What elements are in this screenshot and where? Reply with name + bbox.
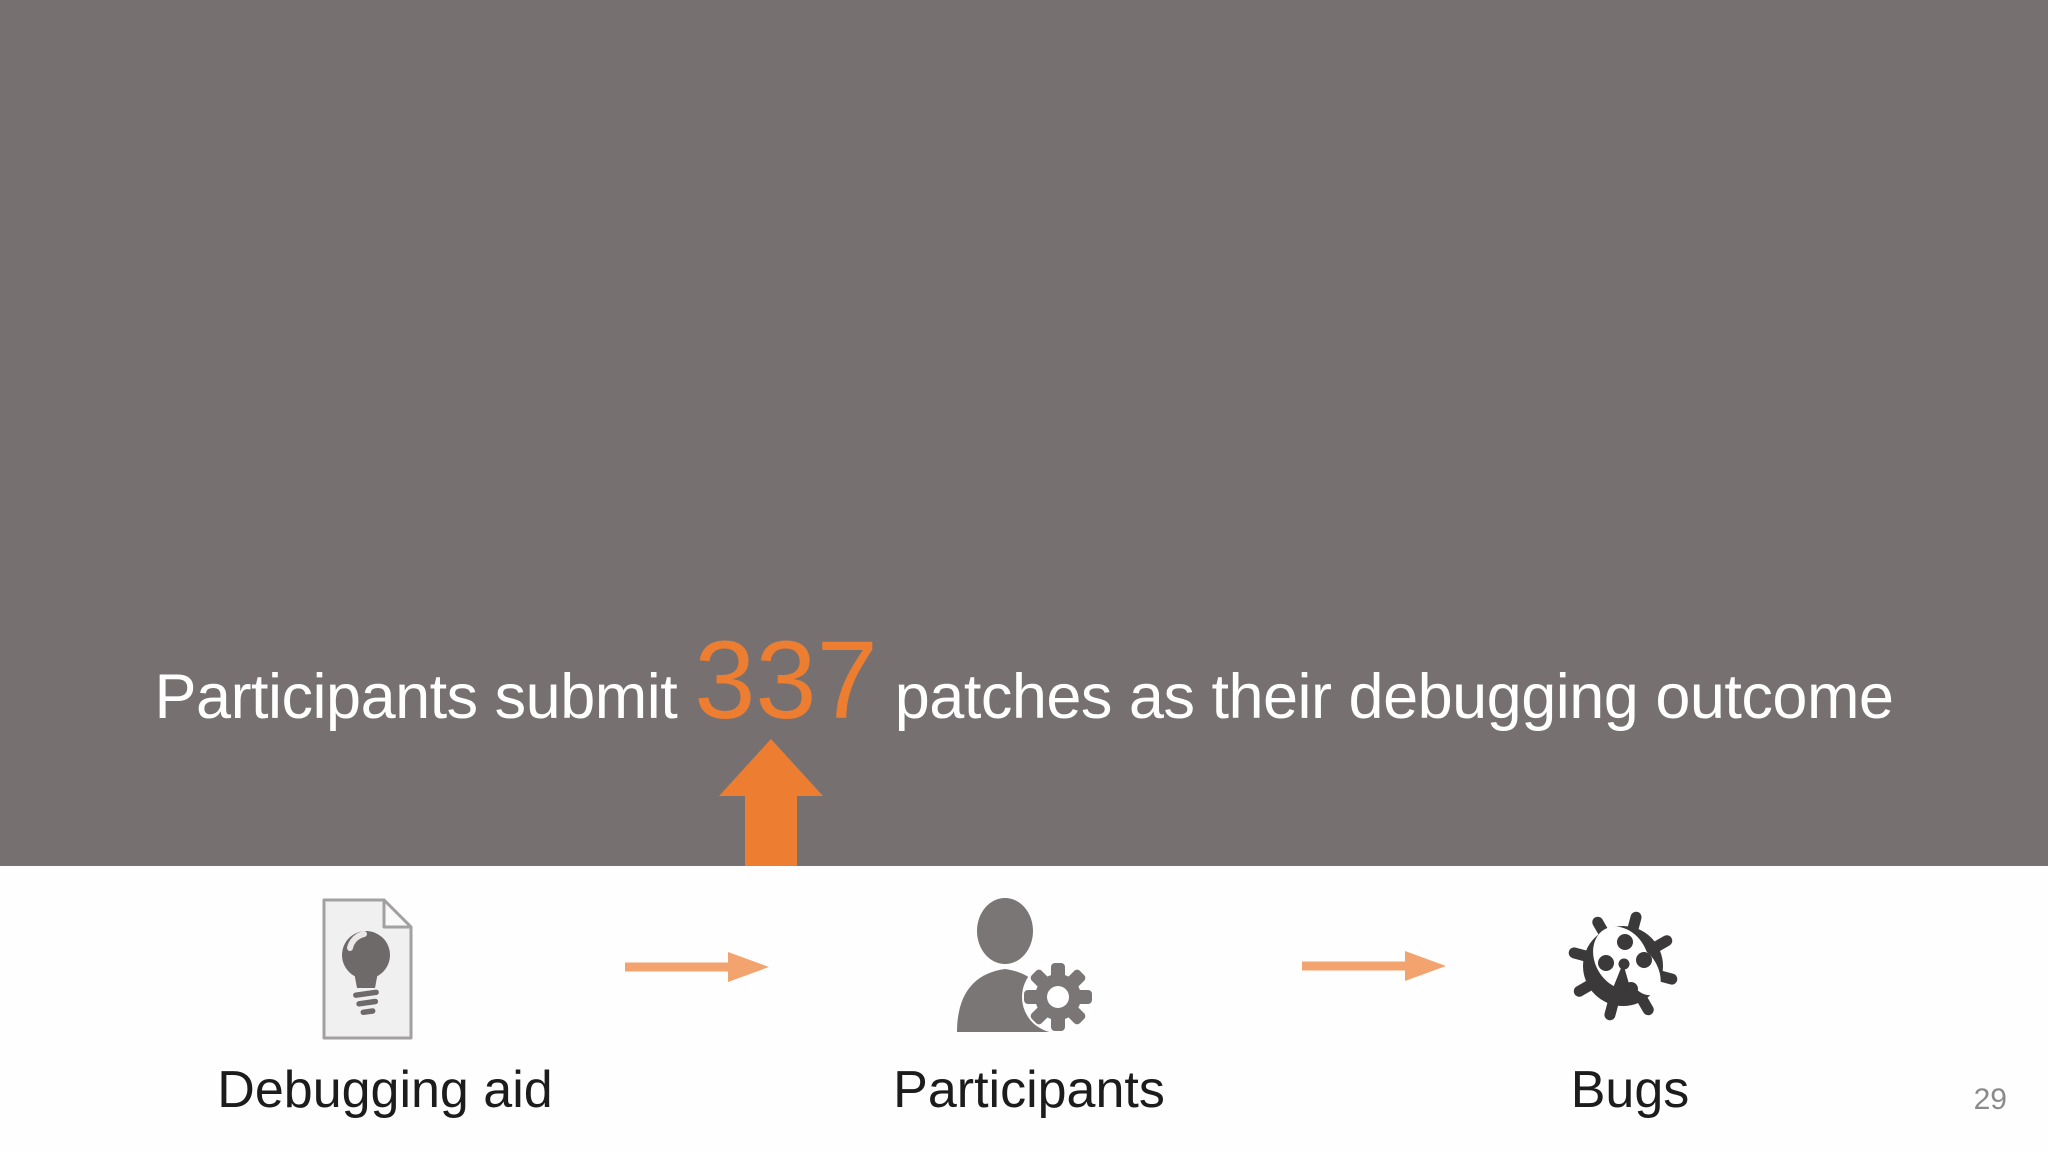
bug-icon [1568,911,1678,1021]
person-gear-icon [957,898,1094,1032]
flow-label-debugging-aid: Debugging aid [217,1061,553,1119]
up-arrow-icon [719,739,823,866]
page-number: 29 [1973,1083,2007,1116]
right-arrow-icon [1302,951,1446,981]
flow-label-bugs: Bugs [1570,1061,1690,1119]
flow-label-participants: Participants [893,1061,1165,1119]
headline-prefix: Participants submit [154,662,695,732]
headline: Participants submit 337 patches as their… [0,626,2048,736]
headline-suffix: patches as their debugging outcome [877,662,1894,732]
headline-highlight-number: 337 [694,619,878,742]
document-lightbulb-icon [322,898,413,1040]
right-arrow-icon [625,952,769,982]
headline-panel: Participants submit 337 patches as their… [0,0,2048,866]
